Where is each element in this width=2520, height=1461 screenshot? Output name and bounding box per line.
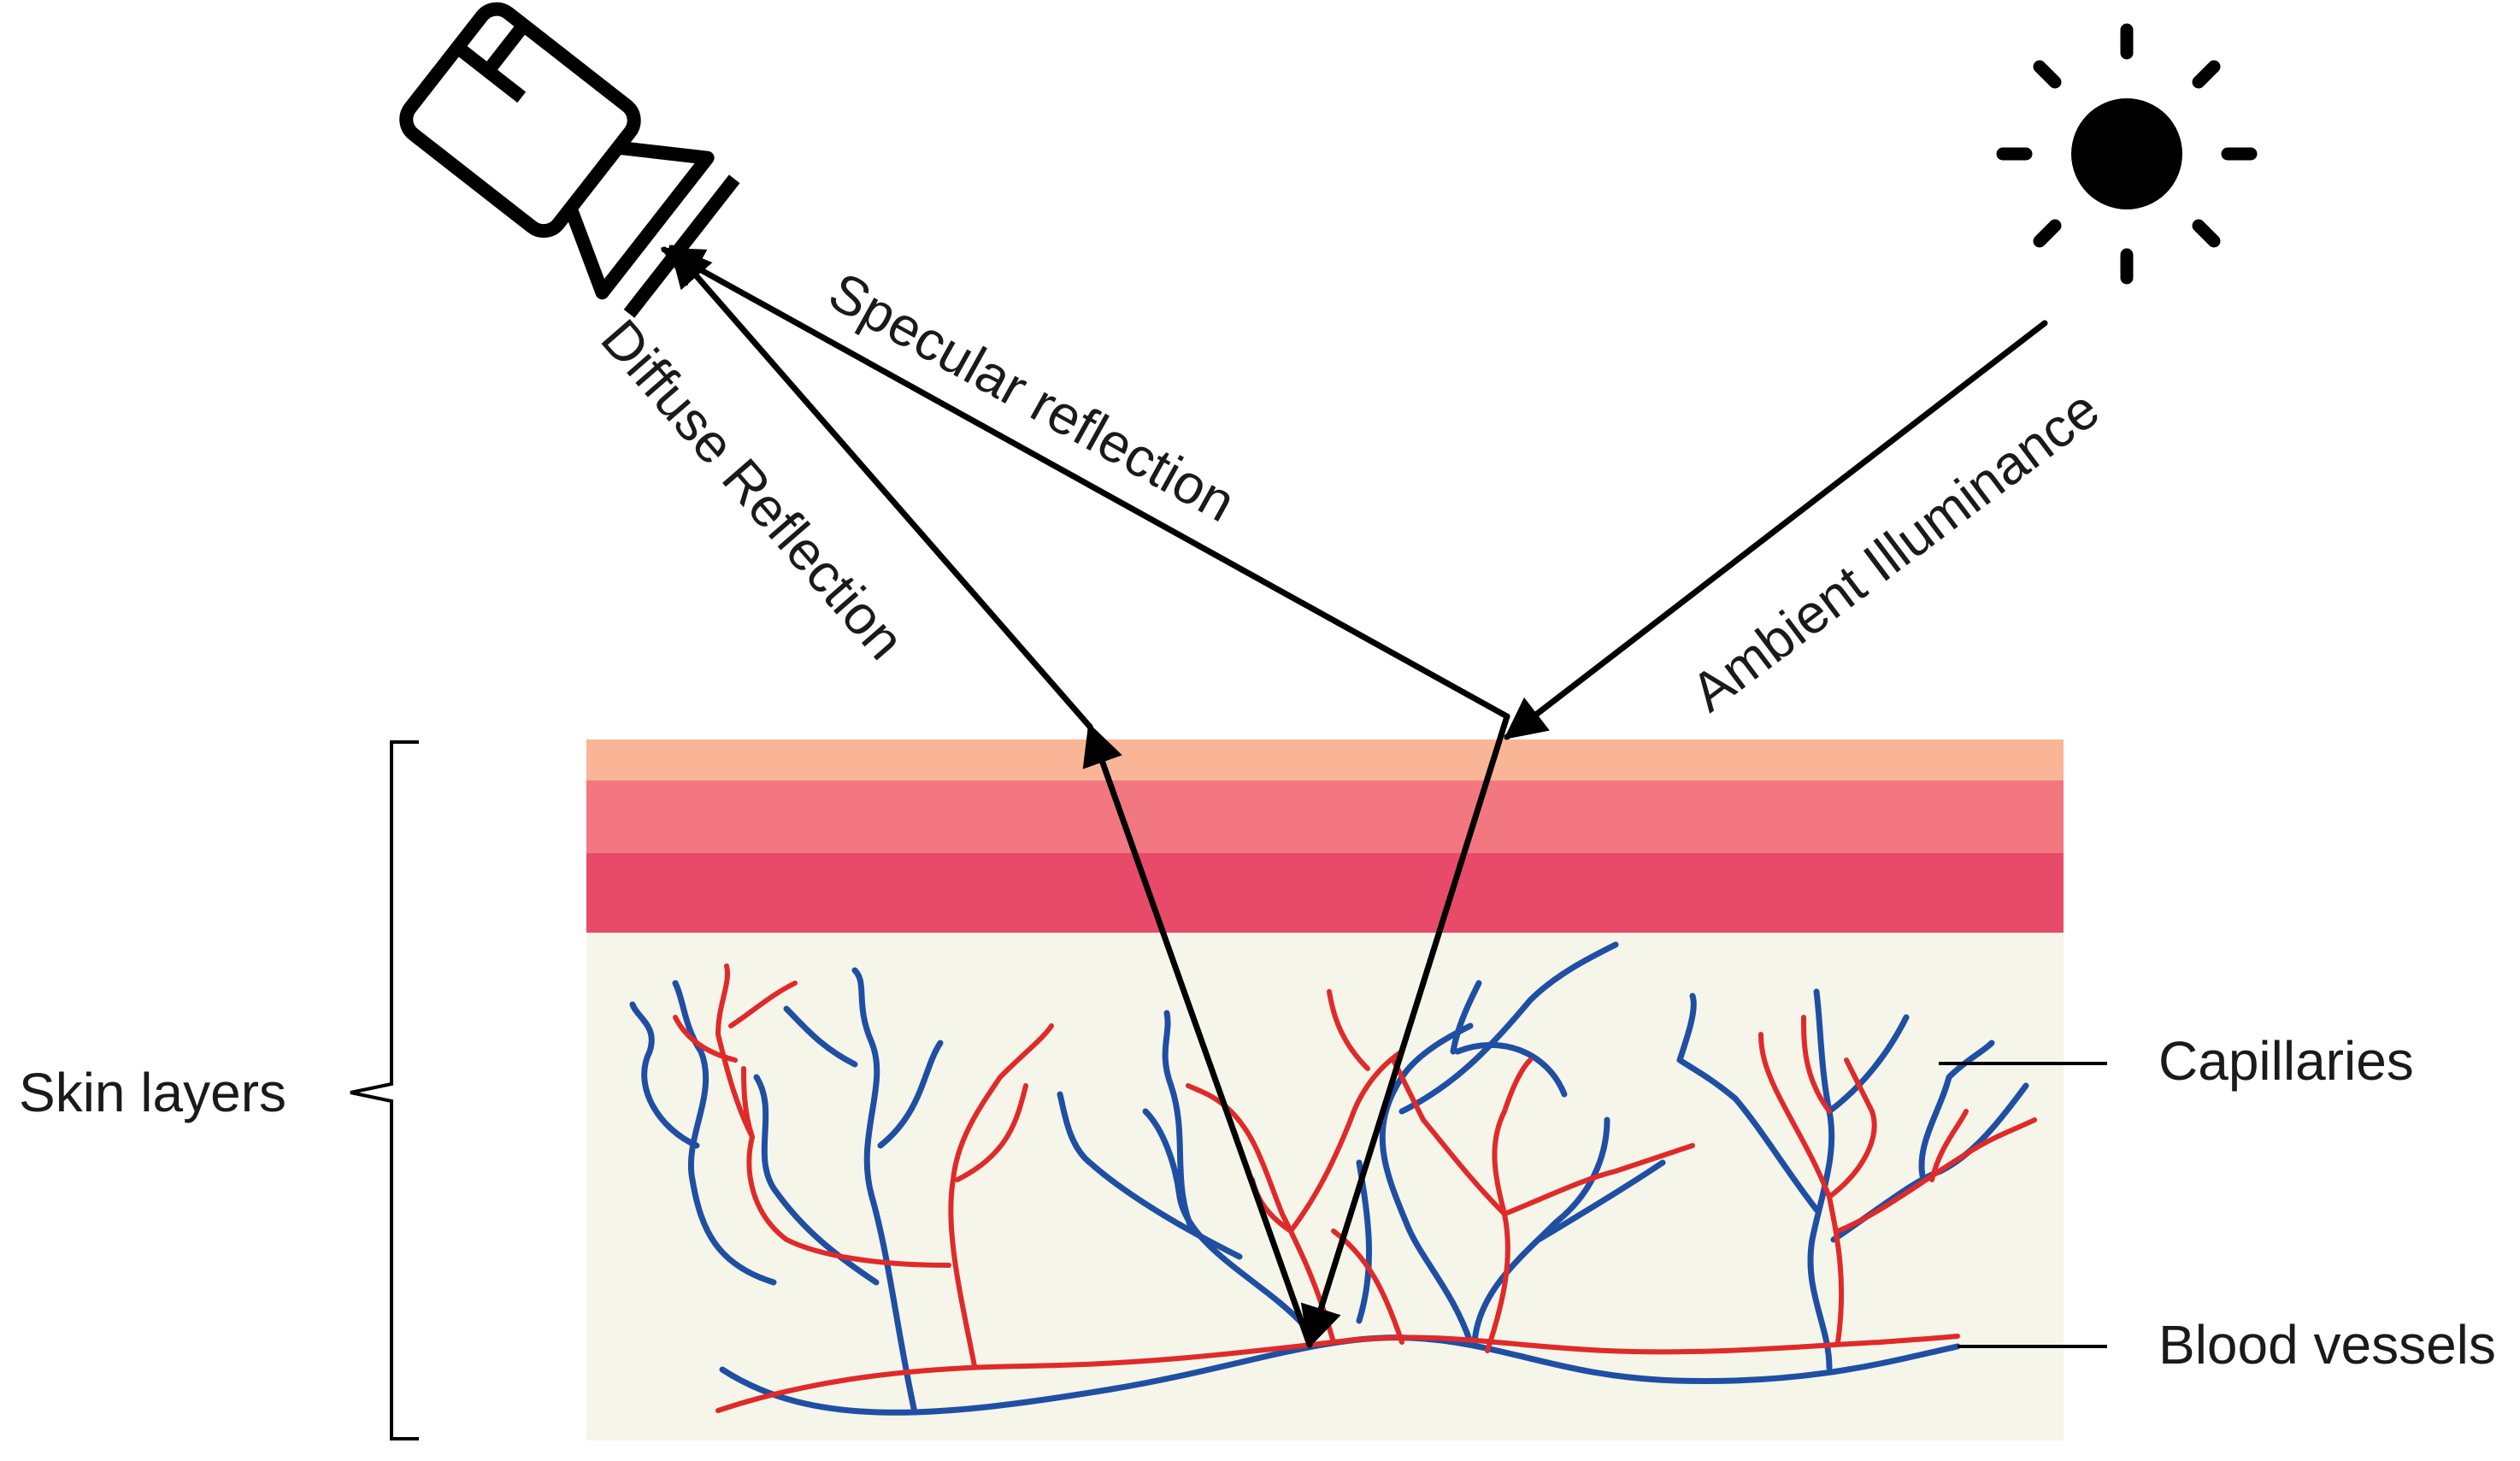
vein-branch (1057, 1091, 1243, 1260)
epidermis-mid-layer (586, 781, 2064, 853)
skin-layers-label: Skin layers (19, 1062, 286, 1123)
vein-branch (1450, 980, 1482, 1055)
vein-branch (1807, 988, 1835, 1371)
light-ray-arrows (660, 244, 2048, 1349)
artery-branch (955, 1083, 1028, 1182)
refracted-incoming-ray (1300, 713, 1510, 1349)
vein-branch (1379, 1022, 1474, 1346)
red-blood-vessels (673, 963, 2037, 1413)
epidermis-low-layer (586, 853, 2064, 933)
vein-branch (1162, 1010, 1196, 1234)
artery-branch (1801, 1015, 1832, 1114)
artery-branch (948, 1023, 1054, 1369)
artery-branch (741, 1066, 951, 1268)
sun-icon (1996, 23, 2258, 285)
vein-branch (672, 980, 777, 1286)
video-camera-icon (399, 2, 740, 318)
artery-branch (715, 963, 755, 1140)
artery-branch (1391, 1057, 1507, 1217)
artery-branch (1835, 1117, 2037, 1234)
skin-layers-block (586, 739, 2064, 1440)
vein-branch (1535, 1159, 1666, 1243)
ambient-illuminance-ray (1504, 320, 2048, 740)
artery-branch (1758, 1032, 1845, 1345)
vein-branch (1676, 993, 1820, 1213)
vein-branch (851, 967, 918, 1416)
diffuse-reflection-ray (668, 244, 1093, 730)
capillaries-label: Capillaries (2158, 1030, 2414, 1092)
epidermis-top-layer (586, 739, 2064, 781)
artery-branch (1929, 1109, 1969, 1182)
artery-branch (1502, 1143, 1695, 1217)
vein-branch (1471, 1116, 1610, 1346)
vein-branch (1826, 1014, 1910, 1115)
artery-branch (1827, 1057, 1877, 1199)
vein-branch (783, 1005, 858, 1068)
vein-branch (877, 1040, 944, 1149)
blood-vessels-label: Blood vessels (2158, 1314, 2496, 1376)
artery-branch (1327, 989, 1370, 1071)
artery-branch (1485, 1057, 1533, 1353)
vein-branch (629, 1001, 700, 1149)
backscatter-ray (1082, 722, 1313, 1348)
vein-branch (1454, 1041, 1568, 1098)
artery-branch (673, 1015, 738, 1063)
artery-branch (1186, 1083, 1336, 1345)
vein-branch (1398, 941, 1619, 1115)
vein-branch (1918, 1040, 1995, 1183)
artery-branch (1288, 1049, 1404, 1234)
specular-reflection-ray (660, 246, 1510, 720)
artery-branch (728, 981, 798, 1028)
skin-layers-bracket (350, 740, 419, 1440)
